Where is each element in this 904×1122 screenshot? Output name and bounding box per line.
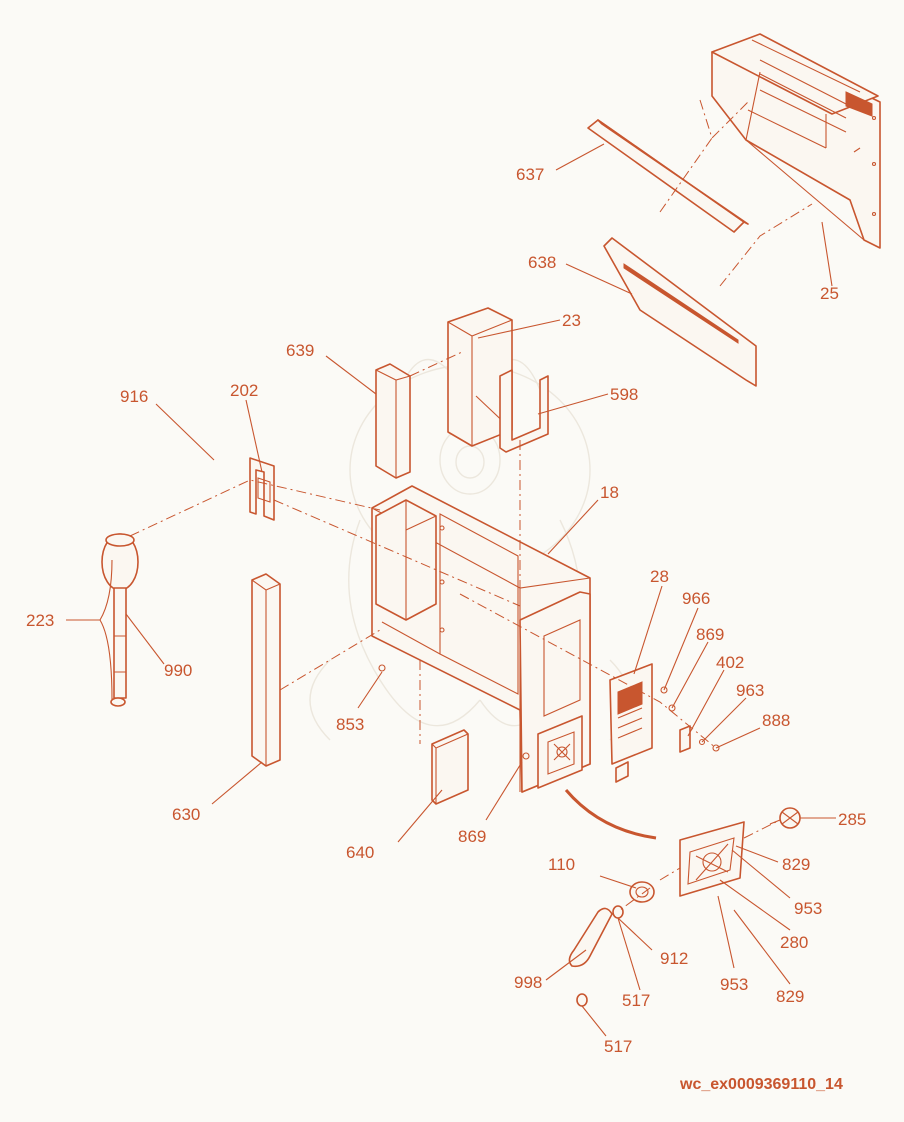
label-966: 966 (682, 589, 710, 608)
label-953b: 953 (720, 975, 748, 994)
part-598-gasket (499, 369, 549, 453)
label-869a: 869 (696, 625, 724, 644)
label-990: 990 (164, 661, 192, 680)
label-953a: 953 (794, 899, 822, 918)
part-110-nozzle (629, 881, 655, 903)
label-25: 25 (820, 284, 839, 303)
label-829b: 829 (776, 987, 804, 1006)
label-28: 28 (650, 567, 669, 586)
part-280-outlet-grille (679, 821, 745, 897)
label-630: 630 (172, 805, 200, 824)
label-280: 280 (780, 933, 808, 952)
part-640-board (431, 729, 469, 805)
label-223: 223 (26, 611, 54, 630)
label-517a: 517 (622, 991, 650, 1010)
screw-853 (378, 664, 386, 672)
label-638: 638 (528, 253, 556, 272)
label-963: 963 (736, 681, 764, 700)
part-18-housing (371, 485, 591, 793)
part-285-knob (769, 807, 801, 829)
label-23: 23 (562, 311, 581, 330)
leader-lines (66, 143, 836, 1037)
label-598: 598 (610, 385, 638, 404)
part-223-fan-assembly (101, 533, 139, 707)
label-640: 640 (346, 843, 374, 862)
label-888: 888 (762, 711, 790, 730)
label-912: 912 (660, 949, 688, 968)
label-829a: 829 (782, 855, 810, 874)
label-202: 202 (230, 381, 258, 400)
assembly-arrow (564, 789, 657, 840)
callout-labels: 637 25 638 23 639 598 916 202 18 28 966 … (26, 165, 866, 1056)
part-25-rear-duct (711, 33, 881, 249)
label-869b: 869 (458, 827, 486, 846)
label-637: 637 (516, 165, 544, 184)
part-23-duct (447, 307, 513, 447)
label-998: 998 (514, 973, 542, 992)
document-id: wc_ex0009369110_14 (680, 1076, 843, 1093)
label-402: 402 (716, 653, 744, 672)
label-853: 853 (336, 715, 364, 734)
screws-right (660, 686, 720, 753)
part-630-board (251, 573, 281, 767)
part-202-bracket (249, 457, 275, 521)
part-637-panel (587, 119, 749, 233)
label-639: 639 (286, 341, 314, 360)
assembly-lines (129, 99, 813, 911)
part-639-block (375, 363, 411, 479)
part-998-hose (568, 907, 613, 968)
rings (576, 905, 624, 1007)
label-916: 916 (120, 387, 148, 406)
label-285: 285 (838, 810, 866, 829)
label-110: 110 (548, 855, 575, 874)
label-18: 18 (600, 483, 619, 502)
label-517b: 517 (604, 1037, 632, 1056)
part-638-panel (603, 237, 757, 387)
part-28-control-panel (609, 663, 653, 783)
